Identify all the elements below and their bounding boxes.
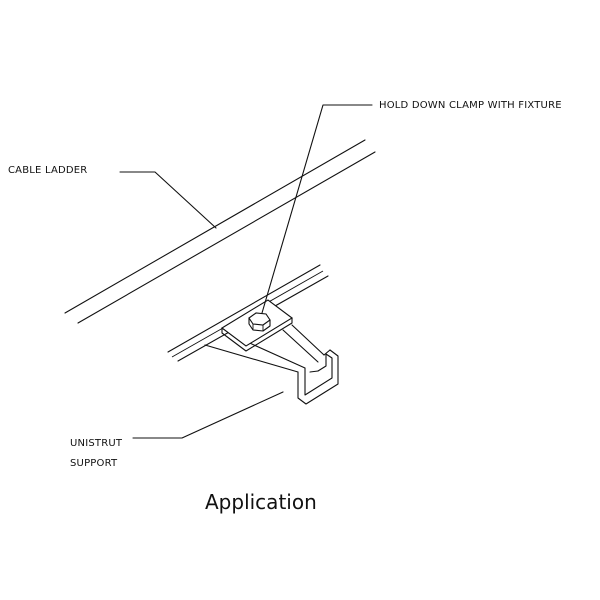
strut-end-lip-inner xyxy=(309,370,319,373)
cable-ladder-label: CABLE LADDER xyxy=(8,165,87,176)
unistrut-label-line1: UNISTRUT xyxy=(70,438,123,449)
strut-end-lip-top xyxy=(323,349,331,356)
strut-inner-slot-edge xyxy=(282,329,319,363)
clamp-plate-edge xyxy=(221,317,293,352)
cable-ladder xyxy=(64,139,376,324)
strut-leader-line xyxy=(132,391,284,439)
strut-end-profile-outer xyxy=(297,349,339,405)
strut-lip-edge xyxy=(242,339,306,369)
bolt-icon xyxy=(248,312,271,332)
hold-down-clamp xyxy=(221,299,293,352)
diagram-caption: Application xyxy=(205,490,317,514)
strut-far-top-edge xyxy=(167,264,321,353)
leader-lines xyxy=(119,104,373,439)
strut-end-profile-inner xyxy=(304,353,333,396)
clamp-label: HOLD DOWN CLAMP WITH FIXTURE xyxy=(379,100,562,111)
ladder-rail-lower-line xyxy=(77,151,376,324)
clamp-leader-line xyxy=(261,104,373,314)
unistrut-label-line2: SUPPORT xyxy=(70,458,118,469)
ladder-leader-line xyxy=(119,171,217,229)
strut-lower-body-edge xyxy=(204,344,299,373)
strut-inner-slot-edge-2 xyxy=(291,324,325,356)
